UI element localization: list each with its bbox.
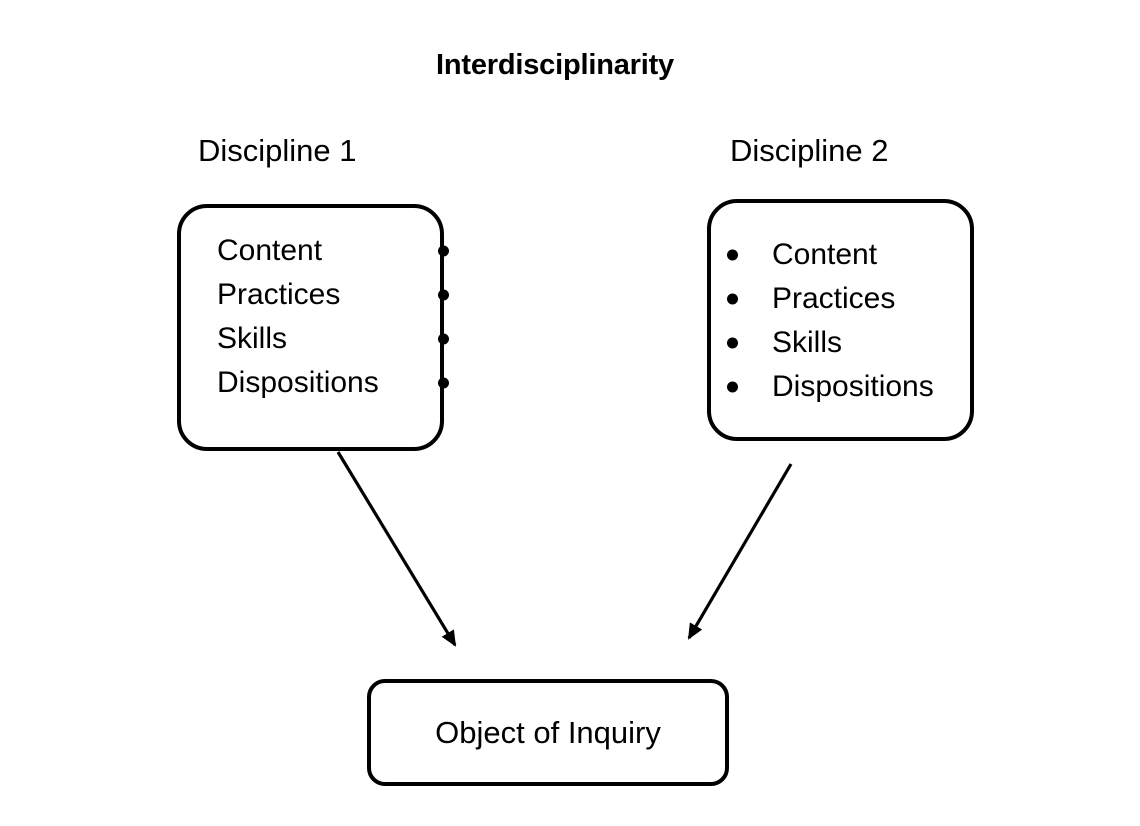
list-item: Practices <box>721 277 966 321</box>
bullet-dot-icon <box>727 337 738 349</box>
bullet-dot-icon <box>438 245 449 257</box>
object-of-inquiry-label: Object of Inquiry <box>435 714 661 750</box>
list-item: Content <box>721 233 966 277</box>
discipline-2-heading: Discipline 2 <box>730 133 889 168</box>
list-item-label: Content <box>772 238 878 271</box>
list-item-label: Content <box>217 234 323 267</box>
list-item: Dispositions <box>721 365 966 409</box>
arrow-discipline-2-to-object <box>687 463 793 640</box>
list-item: Dispositions <box>217 361 449 405</box>
discipline-1-list: Content Practices Skills Dispositions <box>217 229 449 405</box>
bullet-dot-icon <box>438 333 449 345</box>
bullet-dot-icon <box>727 249 738 261</box>
list-item-label: Practices <box>772 282 896 315</box>
list-item-label: Skills <box>772 326 843 359</box>
list-item-label: Dispositions <box>772 370 934 403</box>
bullet-dot-icon <box>727 293 738 305</box>
arrow-discipline-1-to-object <box>336 451 457 647</box>
bullet-dot-icon <box>727 381 738 393</box>
list-item: Skills <box>217 317 449 361</box>
list-item: Content <box>217 229 449 273</box>
list-item: Skills <box>721 321 966 365</box>
bullet-dot-icon <box>438 289 449 301</box>
discipline-2-box[interactable]: Content Practices Skills Dispositions <box>707 199 974 441</box>
list-item-label: Skills <box>217 322 288 355</box>
object-of-inquiry-box[interactable]: Object of Inquiry <box>367 679 729 786</box>
list-item-label: Practices <box>217 278 341 311</box>
list-item-label: Dispositions <box>217 366 379 399</box>
discipline-1-heading: Discipline 1 <box>198 133 357 168</box>
discipline-1-box[interactable]: Content Practices Skills Dispositions <box>177 204 449 451</box>
discipline-2-list: Content Practices Skills Dispositions <box>721 233 966 409</box>
bullet-dot-icon <box>438 377 449 389</box>
page-title: Interdisciplinarity <box>436 49 674 81</box>
list-item: Practices <box>217 273 449 317</box>
